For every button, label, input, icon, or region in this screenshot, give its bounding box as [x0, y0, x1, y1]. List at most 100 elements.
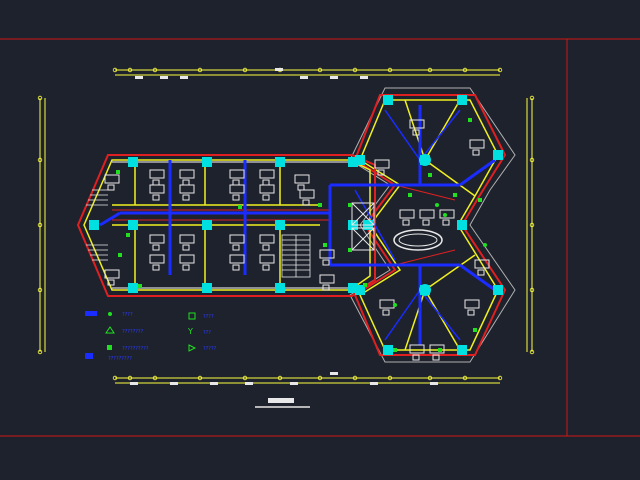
chair	[467, 309, 475, 316]
dimension-node	[529, 287, 535, 293]
device-symbol	[393, 348, 397, 352]
desk	[229, 234, 245, 244]
desk	[179, 254, 195, 264]
desk	[179, 234, 195, 244]
round-column	[419, 154, 431, 166]
dimension-node	[242, 375, 248, 381]
column	[457, 220, 467, 230]
column	[275, 157, 285, 167]
desk	[399, 209, 415, 219]
dimension-text-mark	[330, 372, 338, 375]
dimension-node	[37, 222, 43, 228]
drawing-frame	[0, 38, 640, 437]
desk	[104, 269, 120, 279]
column	[275, 220, 285, 230]
desk	[319, 274, 335, 284]
device-symbol	[138, 284, 142, 288]
legend-label-1: ????	[122, 312, 133, 318]
chair	[232, 194, 240, 201]
device-symbols	[116, 118, 487, 352]
dimension-text-mark	[170, 382, 178, 385]
device-symbol	[478, 198, 482, 202]
chair	[152, 194, 160, 201]
column	[493, 150, 503, 160]
chair	[422, 219, 430, 226]
chair	[232, 179, 240, 186]
desk	[259, 169, 275, 179]
column	[348, 157, 358, 167]
dimension-text-mark	[135, 76, 143, 79]
dimension-text-mark	[130, 382, 138, 385]
legend-triangle-symbol	[105, 326, 115, 334]
dimension-lines	[39, 69, 533, 384]
legend-y-symbol: Y	[187, 327, 193, 336]
device-symbol	[118, 253, 122, 257]
device-symbol	[348, 248, 352, 252]
desk	[439, 209, 455, 219]
column	[457, 345, 467, 355]
chair	[412, 354, 420, 361]
column	[202, 220, 212, 230]
chair	[442, 219, 450, 226]
dimension-node	[387, 67, 393, 73]
dimension-text-mark	[360, 76, 368, 79]
dimension-node	[197, 375, 203, 381]
device-symbol	[453, 193, 457, 197]
column	[383, 345, 393, 355]
device-dot	[483, 243, 487, 247]
conference-table	[393, 229, 443, 251]
legend: ???? ???????? ?????????? ???? Y ??? ????…	[85, 311, 217, 362]
desk	[179, 184, 195, 194]
chair	[152, 264, 160, 271]
chair	[182, 244, 190, 251]
chair	[232, 264, 240, 271]
desk	[429, 344, 445, 354]
dimension-text-mark	[160, 76, 168, 79]
dimension-node	[317, 67, 323, 73]
dimension-node	[462, 67, 468, 73]
desk	[149, 184, 165, 194]
column	[493, 285, 503, 295]
column	[348, 283, 358, 293]
dimension-node	[387, 375, 393, 381]
dimension-node	[352, 375, 358, 381]
stairwell	[281, 234, 311, 278]
dimension-text-mark	[290, 382, 298, 385]
dimension-node	[529, 157, 535, 163]
device-symbol	[408, 193, 412, 197]
desk	[319, 249, 335, 259]
dimension-node	[529, 349, 535, 355]
legend-box-symbol	[188, 312, 196, 320]
legend-label-5: ???	[203, 330, 211, 336]
desk	[379, 299, 395, 309]
chair	[182, 179, 190, 186]
chair	[322, 259, 330, 266]
column	[355, 285, 365, 295]
device-dot	[443, 213, 447, 217]
chair	[262, 244, 270, 251]
desk	[149, 169, 165, 179]
chair	[302, 199, 310, 206]
device-symbol	[116, 170, 120, 174]
device-symbol	[323, 243, 327, 247]
dimension-node	[497, 67, 503, 73]
elevators	[351, 202, 375, 251]
legend-square-symbol	[107, 345, 112, 350]
dimension-node	[497, 375, 503, 381]
dimension-text-mark	[210, 382, 218, 385]
desk	[259, 184, 275, 194]
dimension-text-mark	[180, 76, 188, 79]
dimension-node	[529, 222, 535, 228]
round-column	[419, 284, 431, 296]
column	[457, 95, 467, 105]
desk	[469, 139, 485, 149]
title-bar	[255, 398, 310, 408]
dimension-text-mark	[300, 76, 308, 79]
legend-label-4: ????	[203, 314, 214, 320]
desk	[464, 299, 480, 309]
device-symbol	[348, 203, 352, 207]
dimension-node	[277, 375, 283, 381]
dimension-node	[37, 287, 43, 293]
